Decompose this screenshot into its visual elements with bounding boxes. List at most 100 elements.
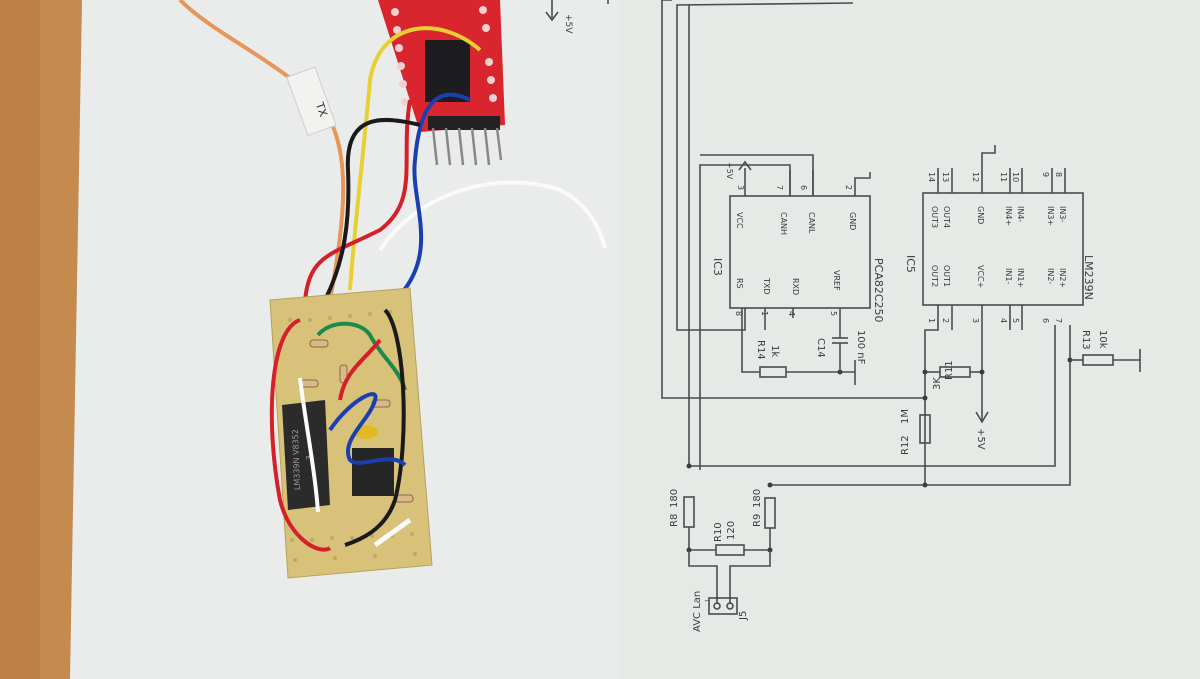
ic5-pin-num: 8 <box>1054 172 1063 177</box>
ic3-pin-name: VREF <box>832 270 841 291</box>
r12-value: 1M <box>900 409 911 424</box>
board-blue-wire <box>328 392 407 467</box>
chip-marking-2: 3 <box>305 455 314 460</box>
ic3-pin-num: 4 <box>787 311 796 316</box>
board-black-wire <box>344 308 406 547</box>
ic3-body <box>729 195 871 309</box>
r10-ref: R10 <box>713 522 724 542</box>
ic5-pin-name: GND <box>976 206 985 224</box>
ic5-pin-num: 7 <box>1054 318 1063 323</box>
ic5-pin-name: IN3+ <box>1046 206 1055 226</box>
c14-value: 100 nF <box>855 330 866 365</box>
resistor <box>309 339 329 348</box>
ic3-pin-name: CANL <box>807 212 816 234</box>
comparator-chip <box>282 400 330 510</box>
ic3-pin-num: 2 <box>844 185 853 190</box>
ic3-supply-label: +5V <box>725 162 734 180</box>
ic5-pin-name: OUT4 <box>942 206 951 228</box>
perfboard: LM339N V8352 3 <box>269 287 433 579</box>
r9-ref: R9 <box>752 514 763 527</box>
ic5-pin-num: 2 <box>941 318 950 323</box>
ic3-pin-name: RS <box>735 278 744 289</box>
r13-value: 10k <box>1097 330 1108 349</box>
top-supply-label: +5V <box>563 14 573 34</box>
board-green-wire <box>316 321 407 391</box>
r9-value: 180 <box>752 489 763 508</box>
white-wire <box>378 180 607 252</box>
ic5-pin-num: 5 <box>1011 318 1020 323</box>
r8-value: 180 <box>669 489 680 508</box>
paper-shade <box>620 0 1200 679</box>
ic3-part: PCA82C250 <box>872 258 885 323</box>
ic3-pin-name: TXD <box>762 277 771 295</box>
r11-value: 3K <box>932 377 943 390</box>
ic5-pin-num: 13 <box>941 172 950 182</box>
ic5-body <box>922 192 1084 306</box>
r12-ref: R12 <box>900 435 911 455</box>
usb-serial-adapter <box>378 0 505 166</box>
ic3-pin-num: 8 <box>734 311 743 316</box>
ic5-pin-num: 10 <box>1011 172 1020 182</box>
ic5-pin-num: 1 <box>927 318 936 323</box>
ic5-pin-name: OUT2 <box>930 265 939 287</box>
wire-label-tag: TX <box>286 66 337 137</box>
ic5-pin-num: 3 <box>971 318 980 323</box>
supply-arrow-icon <box>545 11 559 22</box>
ic3-pin-name: RXD <box>791 278 800 295</box>
ic5-pin-name: IN3- <box>1058 206 1067 222</box>
r14-ref-label: R14 <box>755 340 766 360</box>
can-transceiver-chip <box>352 448 394 496</box>
j5-ref: J5 <box>738 611 749 621</box>
ic5-pin-num: 9 <box>1041 172 1050 177</box>
ic5-pin-name: IN1+ <box>1016 268 1025 288</box>
yellow-wire <box>348 26 482 291</box>
schematic: +5V IC3 PCA82C250 +5V 3 7 6 2 VCC CANH C… <box>545 0 1141 632</box>
ic5-pin-name: IN4+ <box>1004 206 1013 226</box>
r11-ref: R11 <box>944 360 955 380</box>
wire-label-text: TX <box>312 100 330 119</box>
header-pins <box>428 116 500 130</box>
ic3-pin-name: GND <box>848 212 857 230</box>
r8-ref: R8 <box>669 514 680 527</box>
ic5-pin-num: 12 <box>971 172 980 182</box>
perfboard-holes <box>288 310 417 562</box>
board-white-jumper <box>373 517 412 548</box>
ic3-supply-arrow-icon <box>738 160 752 171</box>
r10-value: 120 <box>726 521 737 540</box>
ic5-ref: IC5 <box>904 255 917 273</box>
black-wire <box>323 118 421 301</box>
ic3-pin-num: 7 <box>775 185 784 190</box>
blue-wire <box>398 92 471 297</box>
r13-ref: R13 <box>1080 330 1091 350</box>
ic5-part: LM239N <box>1082 255 1095 300</box>
j5-pin1: 1 <box>705 599 711 602</box>
ic3-ref: IC3 <box>711 258 724 276</box>
j5-name: AVC Lan <box>692 591 703 632</box>
adapter-chip <box>425 40 470 102</box>
chip-marking: LM339N V8352 <box>291 429 302 490</box>
ic5-pin-name: IN4- <box>1016 206 1025 222</box>
ic5-pin-name: IN2+ <box>1058 268 1067 288</box>
ic5-pin-name: IN2- <box>1046 268 1055 284</box>
supply-arrow-icon <box>975 411 989 424</box>
ic3-pin-name: VCC <box>735 212 744 229</box>
board-red-wire-2 <box>338 338 382 401</box>
board-white-wire <box>298 377 320 513</box>
board-red-wire <box>269 318 332 552</box>
bottom-supply-label: +5V <box>975 428 986 450</box>
r12-symbol <box>919 414 931 444</box>
ic3-pin-num: 3 <box>736 185 745 190</box>
ic5-pin-name: IN1- <box>1004 268 1013 284</box>
j5-connector <box>708 597 738 615</box>
ic5-pin-num: 11 <box>999 172 1008 182</box>
ic5-pin-num: 6 <box>1041 318 1050 323</box>
ic5-pin-name: VCC+ <box>976 265 985 288</box>
r14-value: 1k <box>769 345 780 357</box>
ic3-pin-num: 6 <box>799 185 808 190</box>
red-wire <box>303 99 412 301</box>
c14-ref: C14 <box>815 338 826 358</box>
desk-grain <box>0 0 40 679</box>
ic3-pin-num: 5 <box>829 311 838 316</box>
ic3-pin-name: CANH <box>779 212 788 235</box>
